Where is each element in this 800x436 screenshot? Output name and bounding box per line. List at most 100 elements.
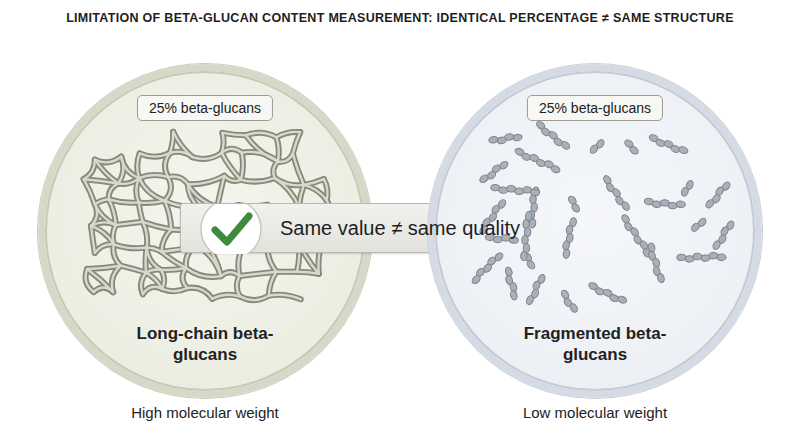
chain-strand [240, 296, 269, 301]
chain-highlight [186, 268, 221, 277]
chain-highlight [222, 133, 224, 153]
chain-highlight [165, 153, 170, 177]
chain-highlight [84, 160, 95, 180]
chain-highlight [140, 153, 170, 157]
chain-highlight [84, 179, 119, 183]
chain-highlight [187, 288, 212, 299]
molecular-weight-label: Low molecular weight [435, 404, 755, 421]
fragment-bead [520, 251, 527, 261]
chain-strand [187, 288, 212, 299]
chain-highlight [114, 244, 147, 248]
chain-highlight [146, 270, 161, 273]
chain-highlight [95, 244, 114, 253]
chain-highlight [242, 152, 278, 162]
chain-highlight [161, 270, 164, 289]
chain-highlight [246, 133, 277, 138]
chain-strand [297, 272, 319, 274]
chain-strand [212, 295, 240, 299]
glucan-fragment [490, 184, 540, 196]
glucan-fragment [477, 197, 508, 236]
check-mark [215, 216, 249, 242]
chain-highlight [237, 276, 240, 296]
glucan-fragment [513, 147, 562, 174]
chain-strand [114, 244, 147, 248]
chain-highlight [87, 266, 121, 269]
chain-strand [143, 287, 162, 294]
fragment-bead [493, 236, 502, 243]
chain-strand [293, 154, 304, 185]
glucan-fragment [587, 281, 628, 306]
fragment-bead [471, 274, 482, 285]
chain-highlight [139, 178, 165, 201]
chain-highlight [136, 178, 139, 202]
chain-strand [121, 266, 146, 273]
glucan-fragment [478, 158, 509, 185]
chain-strand [241, 153, 243, 180]
chain-highlight [188, 176, 224, 184]
chain-highlight [241, 153, 243, 180]
chain-highlight [212, 295, 240, 299]
fragment-bead [690, 222, 701, 233]
chain-highlight [278, 154, 293, 162]
fragment-bead [488, 136, 498, 144]
chain-strand [162, 252, 187, 268]
fragment-bead [617, 295, 628, 305]
glucan-fragment [520, 211, 532, 261]
chain-highlight [118, 178, 139, 184]
glucan-fragment [521, 252, 538, 271]
molecular-weight-label: High molecular weight [45, 404, 365, 421]
chain-strand [136, 178, 139, 202]
chain-highlight [170, 132, 173, 153]
chain-highlight [139, 175, 168, 178]
chain-strand [113, 225, 116, 244]
chain-highlight [84, 179, 95, 204]
glucan-fragment [690, 216, 707, 235]
chain-highlight [269, 272, 277, 296]
chain-highlight [162, 252, 187, 268]
glucan-fragment [589, 137, 606, 156]
chain-strand [241, 178, 275, 182]
chain-highlight [139, 202, 143, 221]
chain-strand [147, 248, 161, 270]
chain-highlight [269, 295, 301, 300]
node-text: 25% beta-glucans [539, 100, 651, 116]
glucan-fragment [704, 179, 731, 210]
glucan-fragment [712, 219, 736, 252]
chain-highlight [276, 132, 300, 137]
chain-strand [91, 222, 116, 226]
chain-highlight [91, 226, 95, 253]
chain-highlight [297, 272, 319, 274]
chain-highlight [276, 137, 278, 161]
node-text: Long-chain beta-glucans [115, 324, 295, 365]
chain-highlight [137, 153, 139, 178]
chain-highlight [143, 287, 162, 294]
fragment-bead [526, 259, 537, 270]
chain-highlight [170, 152, 193, 157]
fragment-bead [562, 248, 570, 258]
chain-strand [269, 295, 301, 300]
fragment-bead [570, 202, 581, 213]
chain-highlight [182, 268, 187, 288]
chain-highlight [121, 266, 146, 273]
fragment-bead [550, 164, 561, 173]
chain-strand [304, 179, 324, 185]
title-wrap: LIMITATION OF BETA-GLUCAN CONTENT MEASUR… [0, 11, 800, 25]
glucan-fragment [488, 132, 522, 146]
chain-highlight [87, 269, 113, 292]
chain-strand [165, 201, 172, 230]
fragment-bead [478, 225, 489, 236]
glucan-fragment [644, 198, 686, 210]
glucan-fragment [565, 195, 582, 214]
chain-strand [161, 268, 186, 270]
chain-highlight [222, 133, 246, 135]
chain-highlight [304, 179, 324, 185]
fragment-bead [488, 211, 499, 222]
chain-strand [116, 222, 143, 225]
chain-strand [139, 202, 143, 221]
chain-strand [143, 222, 148, 248]
chain-strand [276, 269, 297, 275]
chain-strand [139, 201, 165, 203]
check-circle [201, 204, 261, 254]
fragment-bead [677, 254, 687, 261]
